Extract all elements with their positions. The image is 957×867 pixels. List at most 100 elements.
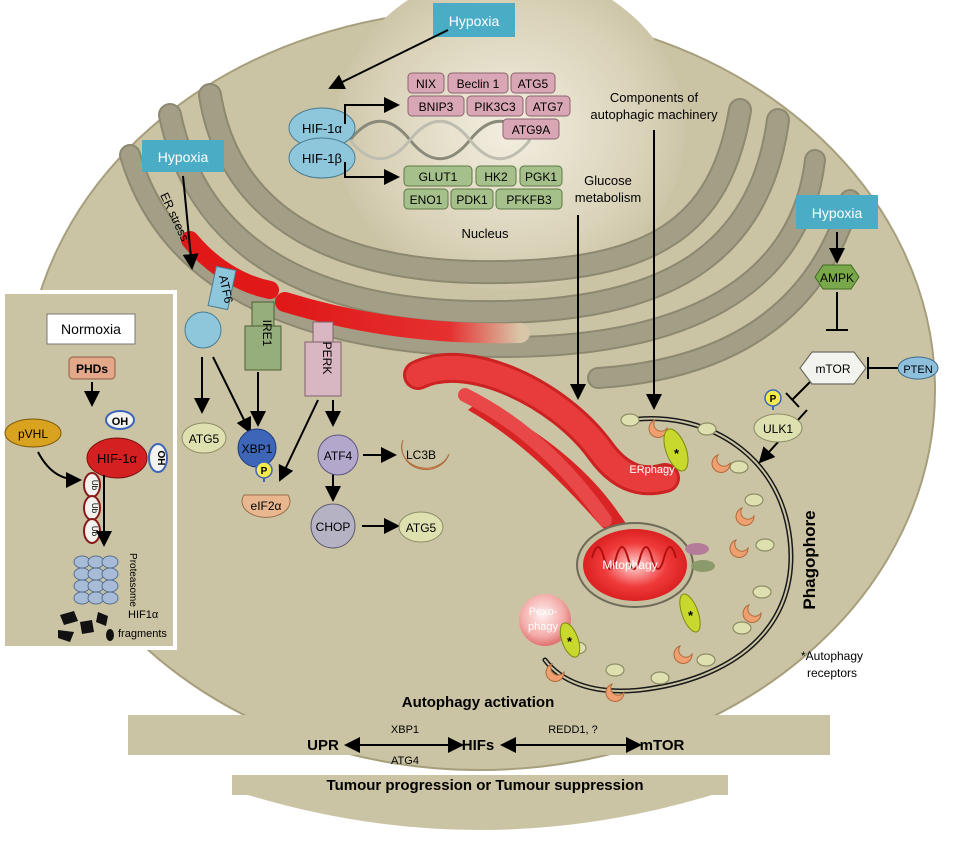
erphagy-label: ERphagy	[629, 464, 675, 476]
atf6-label: ATF6	[216, 274, 236, 305]
gene-box-atg9a: ATG9A	[502, 118, 560, 140]
gene-box-pfkfb3: PFKFB3	[495, 188, 563, 210]
receptor-mark-mito: *	[688, 608, 694, 623]
pvhl-label: pVHL	[18, 427, 48, 441]
proteasome	[73, 555, 119, 605]
components-label-1: Components of	[610, 90, 699, 105]
atg5-right-node: ATG5	[398, 511, 444, 543]
atg5-right-label: ATG5	[406, 521, 437, 535]
bottom-mtor-label: mTOR	[640, 737, 685, 754]
xbp1-label: XBP1	[242, 442, 273, 456]
gene-atg9a: ATG9A	[512, 123, 550, 137]
gene-box-bnip3: BNIP3	[407, 95, 465, 117]
dna-helix	[348, 119, 532, 161]
gene-beclin1: Beclin 1	[457, 77, 500, 91]
hypoxia-label-top: Hypoxia	[449, 13, 500, 29]
gene-box-hk2: HK2	[475, 165, 517, 187]
hypoxia-box-right: Hypoxia	[796, 195, 878, 229]
hif1b-node: HIF-1β	[288, 137, 356, 179]
nucleus	[335, 0, 685, 290]
gene-branch-lines	[344, 97, 400, 185]
ire1-sensor: IRE1	[244, 301, 282, 371]
ampk-node: AMPK	[814, 264, 860, 290]
gene-box-beclin1: Beclin 1	[447, 72, 509, 94]
receptor-mark-pexo: *	[567, 634, 573, 649]
chop-node: CHOP	[310, 503, 356, 549]
lc3b-node: LC3B	[401, 439, 450, 471]
pexophagy-label-2: phagy	[528, 621, 558, 633]
phds-label: PHDs	[76, 362, 108, 376]
bottom-band	[128, 715, 830, 830]
ampk-label: AMPK	[820, 271, 854, 285]
eif2a-label: eIF2α	[251, 499, 282, 513]
perk-sensor: PERK	[304, 321, 342, 397]
gene-box-nix: NIX	[407, 72, 445, 94]
gene-box-glut1: GLUT1	[403, 165, 473, 187]
gene-bnip3: BNIP3	[419, 100, 454, 114]
ire1-label: IRE1	[260, 320, 274, 347]
gene-box-pik3c3: PIK3C3	[466, 95, 524, 117]
receptor-mark-er: *	[674, 446, 680, 461]
hypoxia-label-right: Hypoxia	[812, 205, 863, 221]
ub-label-1: Ub	[90, 480, 99, 491]
glucose-label-1: Glucose	[584, 173, 632, 188]
upr-label: UPR	[307, 737, 339, 754]
gene-eno1: ENO1	[410, 193, 443, 207]
pten-label: PTEN	[903, 364, 932, 376]
gene-pik3c3: PIK3C3	[474, 100, 516, 114]
gene-atg5: ATG5	[518, 77, 549, 91]
gene-box-atg5: ATG5	[510, 72, 556, 94]
atg5-left-node: ATG5	[181, 422, 227, 454]
gene-box-atg7: ATG7	[525, 95, 571, 117]
autophagy-activation-label: Autophagy activation	[402, 694, 555, 711]
hif1a-label: HIF-1α	[302, 121, 343, 136]
lc3b-label: LC3B	[406, 448, 436, 462]
normoxia-panel: Normoxia PHDs OH OH HIF-1α pVHL Ub Ub Ub…	[1, 290, 177, 650]
gene-atg7: ATG7	[533, 100, 564, 114]
eif2a-phospho-label: P	[261, 466, 268, 477]
gene-pdk1: PDK1	[456, 193, 488, 207]
atf4-label: ATF4	[324, 449, 353, 463]
glucose-label-2: metabolism	[575, 190, 641, 205]
receptors-note-1: *Autophagy	[801, 649, 863, 663]
ulk1-label: ULK1	[763, 422, 793, 436]
pten-node: PTEN	[897, 356, 939, 380]
eif2a-node: P eIF2α	[241, 461, 291, 518]
fragments-label-2: fragments	[118, 628, 167, 640]
bottom-xbp1-label: XBP1	[391, 724, 419, 736]
autophagy-receptors	[559, 428, 701, 658]
atf6-sensor: ATF6	[184, 265, 237, 349]
mtor-node: mTOR	[799, 351, 867, 385]
mitochondrion	[576, 522, 715, 608]
ulk1-phospho-label: P	[770, 394, 777, 405]
hif1b-label: HIF-1β	[302, 151, 342, 166]
nucleus-label: Nucleus	[462, 226, 509, 241]
atf4-node: ATF4	[317, 434, 359, 476]
normoxia-hif1a-label: HIF-1α	[97, 451, 138, 466]
gene-nix: NIX	[416, 77, 436, 91]
oh-top-label: OH	[112, 416, 129, 428]
phagophore-lc3-crescents	[545, 419, 762, 702]
gene-box-pdk1: PDK1	[450, 188, 494, 210]
peroxisome	[519, 594, 571, 646]
gene-box-pgk1: PGK1	[519, 165, 563, 187]
er-tubule	[403, 352, 680, 540]
mtor-label: mTOR	[815, 362, 850, 376]
gene-glut1: GLUT1	[419, 170, 458, 184]
outcome-label: Tumour progression or Tumour suppression	[327, 777, 644, 794]
fragments-label-1: HIF1α	[128, 609, 159, 621]
hif1a-node: HIF-1α	[288, 107, 356, 149]
ulk1-node: P ULK1	[753, 389, 803, 443]
hif1a-fragments	[58, 611, 114, 642]
phagophore-membrane	[542, 416, 794, 694]
hypoxia-label-er: Hypoxia	[158, 149, 209, 165]
gene-pfkfb3: PFKFB3	[506, 193, 552, 207]
hypoxia-box-top: Hypoxia	[433, 3, 515, 37]
gene-pgk1: PGK1	[525, 170, 557, 184]
xbp1-node: XBP1	[237, 428, 277, 468]
bottom-relations: UPR HIFs mTOR XBP1 ATG4 REDD1, ?	[307, 724, 684, 767]
chop-label: CHOP	[316, 520, 351, 534]
components-label-2: autophagic machinery	[590, 107, 718, 122]
